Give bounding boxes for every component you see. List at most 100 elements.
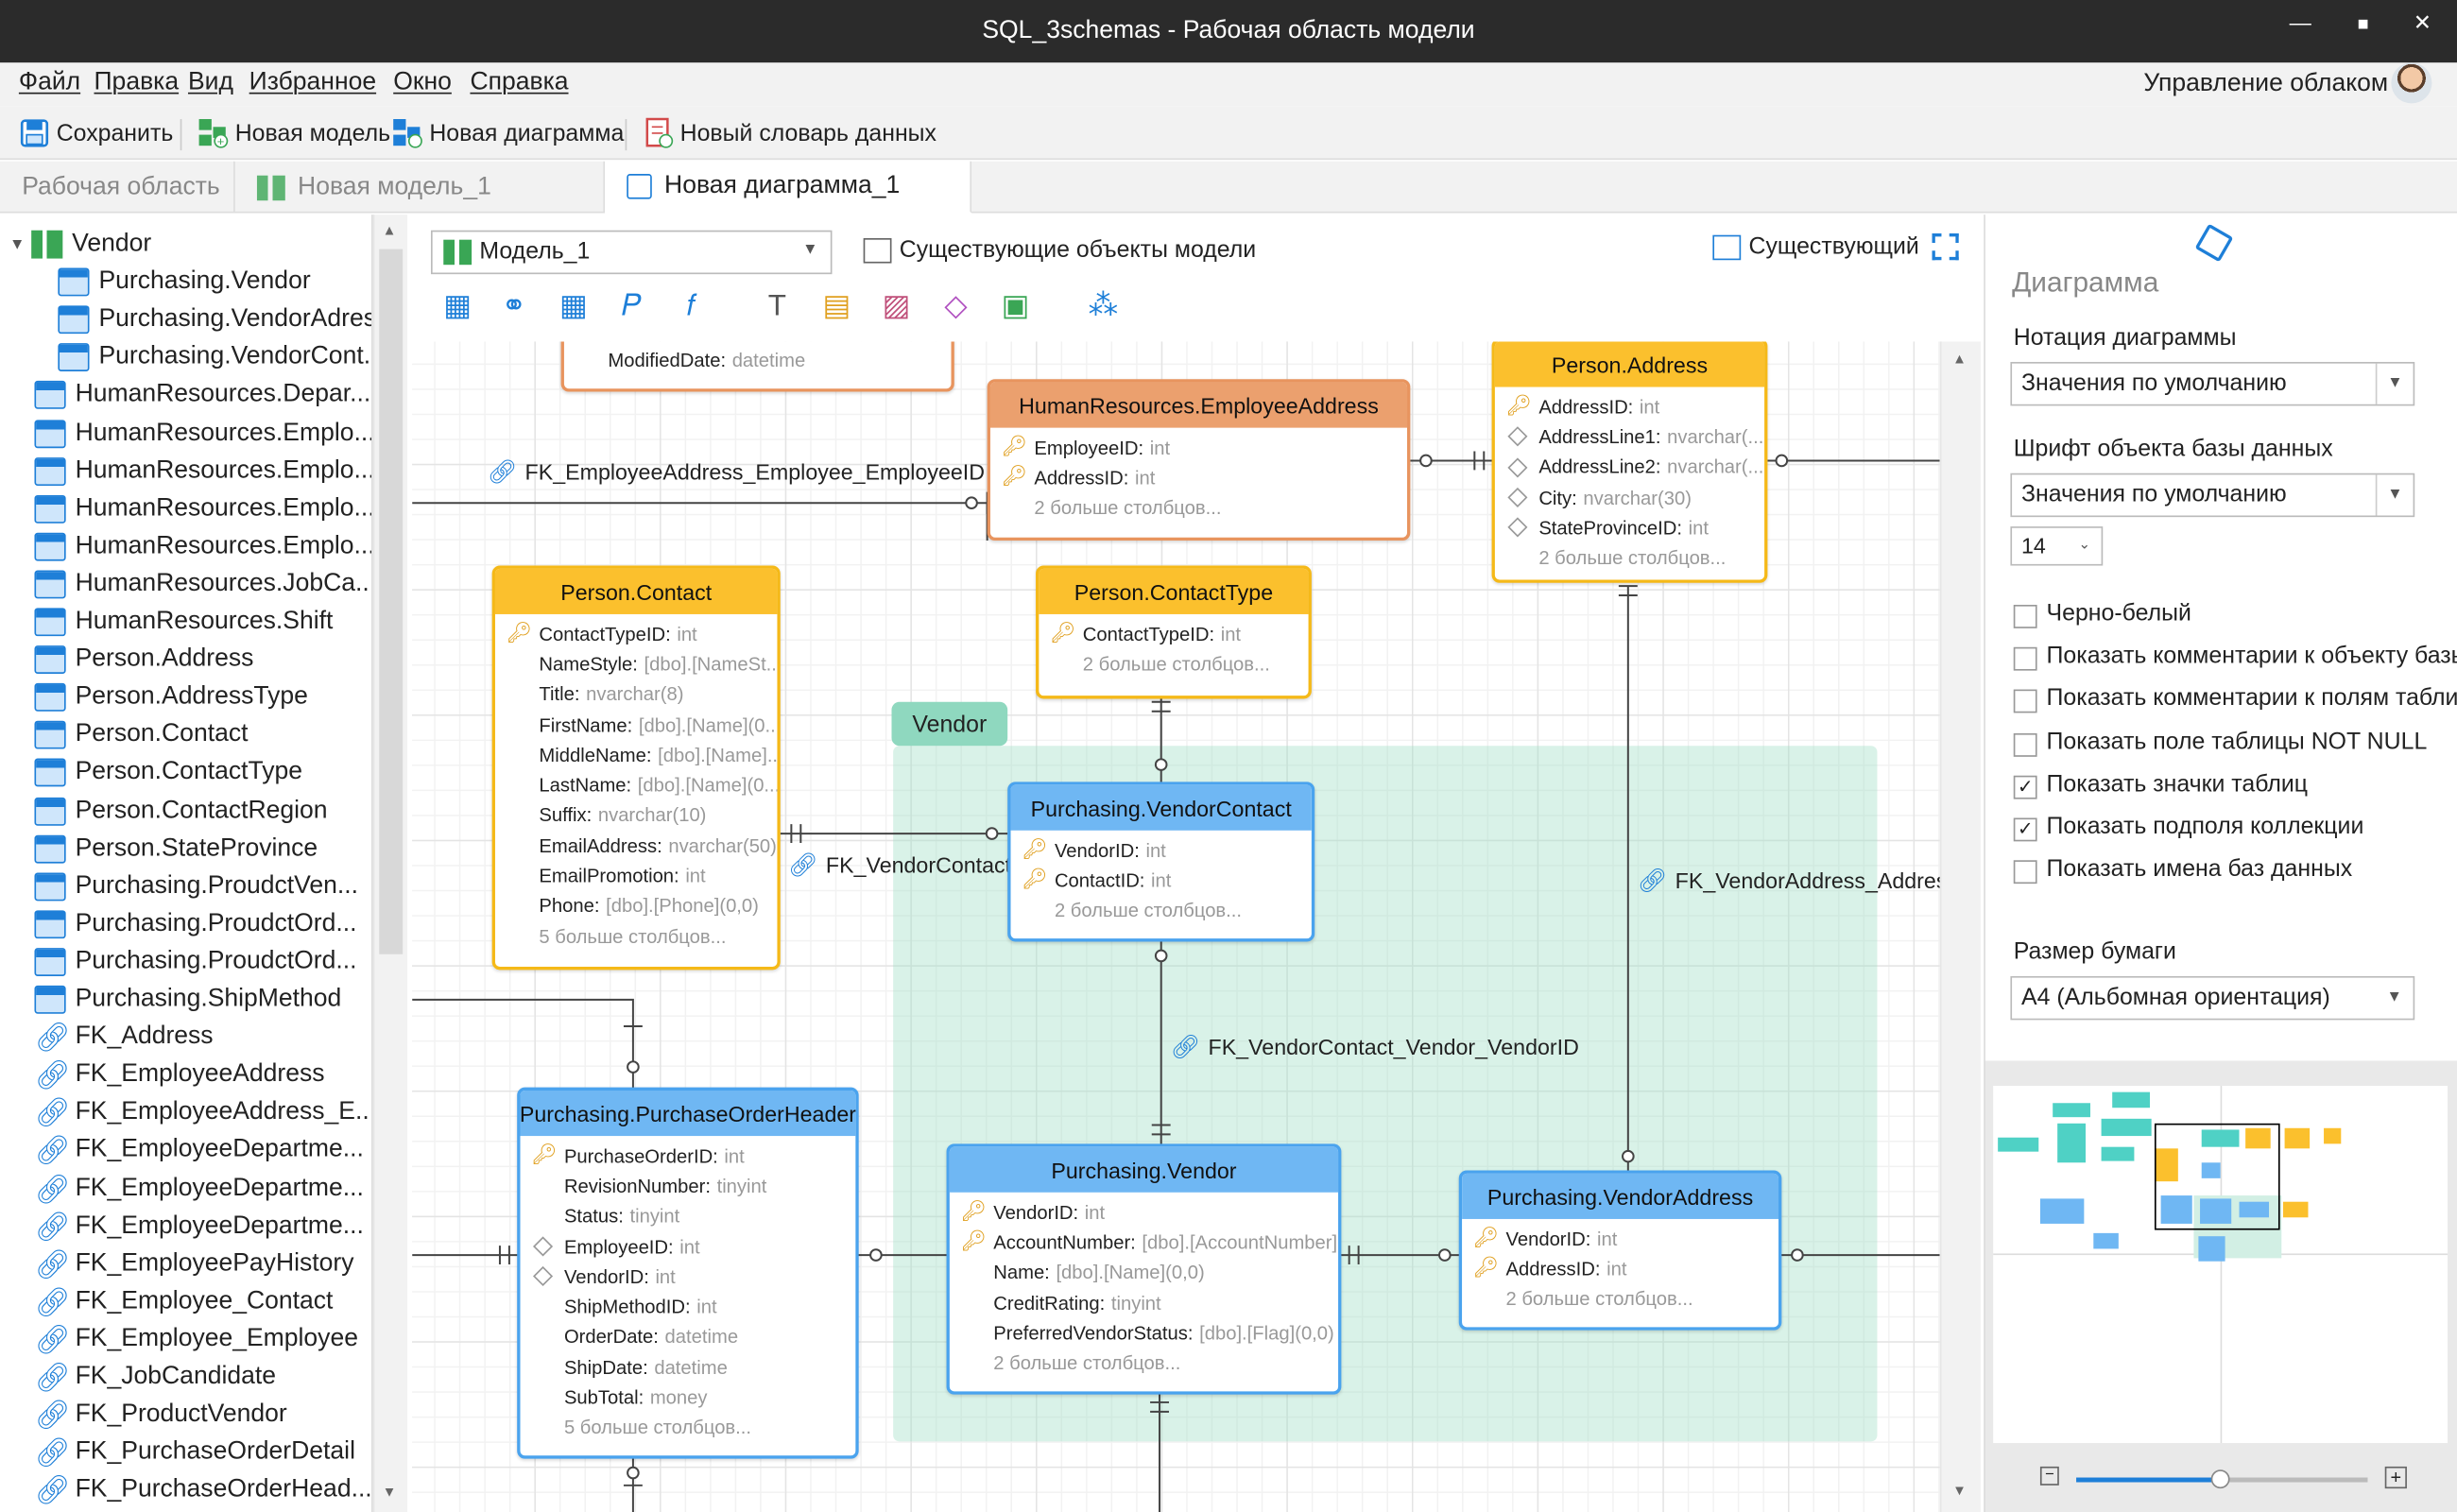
more-columns[interactable]: 2 больше столбцов... [1054, 900, 1243, 922]
entity-field[interactable]: MiddleName:[dbo].[Name]... [495, 740, 777, 770]
tree-item[interactable]: 🔗︎FK_PurchaseOrderDetail [34, 1434, 355, 1471]
tree-item[interactable]: Purchasing.ProudctOrd... [34, 905, 356, 943]
tree-item[interactable]: 🔗︎FK_EmployeePayHistory [34, 1246, 353, 1283]
entity-purchase-order-header[interactable]: Purchasing.PurchaseOrderHeader🔑︎Purchase… [517, 1087, 859, 1459]
minimap[interactable] [1993, 1086, 2448, 1444]
scroll-down-icon[interactable]: ▼ [1952, 1482, 1967, 1499]
checkbox[interactable]: ✓ [2013, 817, 2037, 842]
entity-field[interactable]: StateProvinceID:int [1495, 512, 1764, 542]
tree-item[interactable]: HumanResources.Emplo... [34, 452, 371, 490]
entity-field[interactable]: Name:[dbo].[Name](0,0) [950, 1258, 1338, 1288]
entity-vendor-address[interactable]: Purchasing.VendorAddress🔑︎VendorID:int🔑︎… [1458, 1170, 1782, 1331]
model-select[interactable]: Модель_1 ▼ [430, 230, 833, 275]
table-tool-icon[interactable]: ▦ [443, 289, 472, 323]
zoom-in-icon[interactable]: + [2384, 1466, 2407, 1489]
more-columns[interactable]: 2 больше столбцов... [1538, 546, 1727, 570]
menu-help[interactable]: Справка [470, 68, 569, 96]
diagram-canvas[interactable]: Vendor [412, 341, 1940, 1512]
fullscreen-icon[interactable] [1932, 233, 1959, 261]
menu-edit[interactable]: Правка [94, 68, 180, 96]
entity-field[interactable]: AddressLine2:nvarchar(... [1495, 452, 1764, 482]
entity-field[interactable]: Status:tinyint [521, 1201, 856, 1231]
vendor-group-label[interactable]: Vendor [891, 701, 1008, 747]
entity-field[interactable]: 🔑︎ContactTypeID:int [1039, 619, 1308, 649]
shape-tool-icon[interactable]: ◇ [944, 289, 968, 323]
tree-item[interactable]: HumanResources.Emplo... [34, 490, 371, 527]
more-columns[interactable]: 5 больше столбцов... [563, 1417, 752, 1439]
entity-field[interactable]: NameStyle:[dbo].[NameSt... [495, 649, 777, 679]
entity-field[interactable]: Title:nvarchar(8) [495, 679, 777, 710]
entity-vendor[interactable]: Purchasing.Vendor🔑︎VendorID:int🔑︎Account… [946, 1143, 1342, 1395]
entity-field[interactable]: FirstName:[dbo].[Name](0... [495, 710, 777, 740]
entity-vendor-contact[interactable]: Purchasing.VendorContact🔑︎VendorID:int🔑︎… [1007, 782, 1315, 942]
menu-file[interactable]: Файл [18, 68, 81, 96]
tree-item[interactable]: Purchasing.ProudctOrd... [34, 943, 356, 981]
tree-item[interactable]: 🔗︎FK_JobCandidate [34, 1359, 276, 1397]
canvas-scrollbar[interactable]: ▲ ▼ [1939, 341, 1981, 1512]
tree-item[interactable]: Person.ContactRegion [34, 792, 328, 830]
procedure-tool-icon[interactable]: 𝑃 [621, 289, 642, 323]
image-tool-icon[interactable]: ▨ [882, 289, 911, 323]
function-tool-icon[interactable]: 𝑓 [686, 289, 696, 323]
checkbox[interactable] [2013, 860, 2037, 885]
scroll-thumb[interactable] [379, 249, 404, 954]
layer-tool-icon[interactable]: ▣ [1001, 289, 1030, 323]
entity-field[interactable]: SubTotal:money [521, 1383, 856, 1413]
tree-item[interactable]: 🔗︎FK_Address [34, 1019, 213, 1057]
checkbox[interactable] [2013, 647, 2037, 671]
view-tool-icon[interactable]: ▦ [558, 289, 588, 323]
font-select[interactable]: Значения по умолчанию▼ [2010, 472, 2415, 518]
entity-field[interactable]: Phone:[dbo].[Phone](0,0) [495, 891, 777, 921]
tree-item[interactable]: 🔗︎FK_EmployeeDepartme... [34, 1170, 363, 1208]
font-size-select[interactable]: 14⌄ [2010, 526, 2104, 566]
scroll-down-icon[interactable]: ▼ [382, 1484, 397, 1500]
notation-select[interactable]: Значения по умолчанию▼ [2010, 362, 2415, 406]
tree-item[interactable]: Person.Address [34, 641, 253, 679]
text-tool-icon[interactable]: T [767, 289, 787, 323]
scroll-up-icon[interactable]: ▲ [382, 222, 397, 239]
entity-field[interactable]: EmailAddress:nvarchar(50) [495, 831, 777, 861]
scroll-up-icon[interactable]: ▲ [1952, 351, 1967, 367]
note-tool-icon[interactable]: ▤ [822, 289, 851, 323]
tree-item[interactable]: HumanResources.Shift [34, 603, 333, 641]
more-columns[interactable]: 2 больше столбцов... [1082, 653, 1270, 676]
relation-label-vendor-contact-vendor[interactable]: 🔗︎FK_VendorContact_Vendor_VendorID [1171, 1033, 1579, 1060]
tree-item[interactable]: 🔗︎FK_EmployeeDepartme... [34, 1132, 363, 1170]
tree-item[interactable]: Person.StateProvince [34, 830, 318, 868]
entity-field[interactable]: 🔑︎AddressID:int [990, 463, 1407, 493]
minimize-icon[interactable]: — [2289, 9, 2311, 35]
relation-label-vendor-contact[interactable]: 🔗︎FK_VendorContact [788, 850, 1011, 879]
entity-field[interactable]: 🔑︎VendorID:int [950, 1197, 1338, 1228]
tree-root-vendor[interactable]: ▼Vendor [9, 226, 151, 264]
tree-item[interactable]: Purchasing.Vendor [58, 264, 311, 301]
minimap-viewport[interactable] [2154, 1123, 2280, 1230]
user-avatar[interactable] [2391, 62, 2432, 104]
cloud-management-link[interactable]: Управление облаком [2143, 70, 2389, 97]
tree-item[interactable]: Purchasing.VendorAdres [58, 301, 371, 339]
entity-field[interactable]: 🔑︎ContactTypeID:int [495, 619, 777, 649]
tree-item[interactable]: Purchasing.ProudctVen... [34, 868, 358, 905]
tab-workspace[interactable]: Рабочая область [0, 161, 235, 214]
checkbox[interactable] [2013, 732, 2037, 757]
tree-item[interactable]: Purchasing.ShipMethod [34, 981, 341, 1019]
entity-field[interactable]: 🔑︎VendorID:int [1462, 1224, 1778, 1254]
tree-item[interactable]: Person.Contact [34, 716, 248, 754]
entity-field[interactable]: ShipMethodID:int [521, 1292, 856, 1322]
tree-item[interactable]: HumanResources.Depar... [34, 377, 370, 415]
existing-button[interactable]: Существующий [1712, 233, 1919, 260]
tree-item[interactable]: HumanResources.Emplo... [34, 415, 371, 453]
tree-item[interactable]: Purchasing.VendorCont. [58, 339, 370, 377]
zoom-slider-handle[interactable] [2210, 1469, 2230, 1489]
menu-favorites[interactable]: Избранное [249, 68, 377, 96]
entity-field[interactable]: EmailPromotion:int [495, 861, 777, 891]
entity-field[interactable]: OrderDate:datetime [521, 1322, 856, 1352]
paper-size-select[interactable]: А4 (Альбомная ориентация)▼ [2010, 975, 2415, 1021]
existing-objects-button[interactable]: Существующие объекты модели [863, 236, 1256, 264]
maximize-icon[interactable]: ■ [2357, 12, 2369, 35]
zoom-out-icon[interactable]: − [2039, 1466, 2059, 1486]
menu-view[interactable]: Вид [187, 68, 233, 96]
entity-field[interactable]: 🔑︎AddressID:int [1495, 392, 1764, 422]
entity-field[interactable]: 🔑︎PurchaseOrderID:int [521, 1141, 856, 1171]
